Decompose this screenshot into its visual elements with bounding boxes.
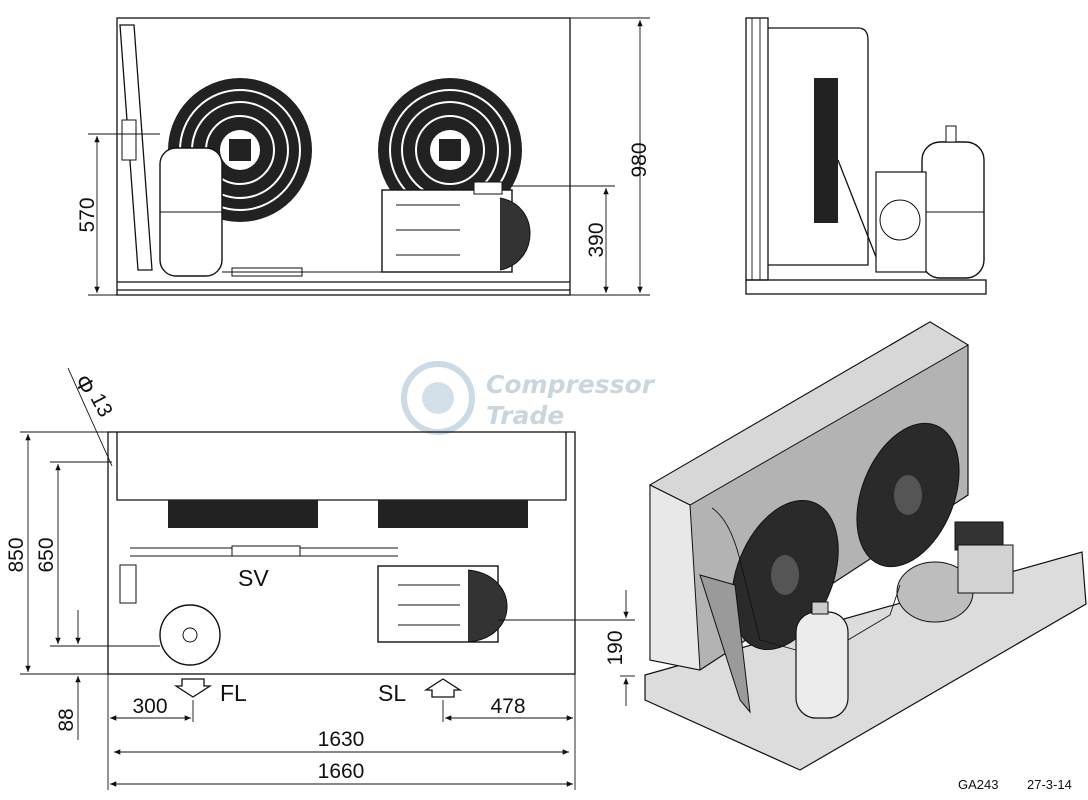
label-fl: FL bbox=[220, 680, 247, 706]
front-frame bbox=[116, 17, 571, 296]
front-view: 980 390 570 bbox=[76, 17, 651, 296]
dim-hole-13: 13 bbox=[86, 390, 117, 421]
fan-guard-right bbox=[378, 500, 528, 528]
iso-compressor bbox=[896, 521, 1014, 623]
side-view bbox=[745, 17, 987, 295]
compressor-front bbox=[381, 181, 531, 273]
dim-fl-300: 300 bbox=[132, 695, 167, 718]
sl-arrow-icon bbox=[423, 678, 463, 698]
dim-height-570: 570 bbox=[76, 197, 99, 232]
receiver-front bbox=[121, 119, 223, 277]
dim-height-190: 190 bbox=[604, 630, 627, 665]
dim-depth-650: 650 bbox=[35, 537, 58, 572]
drawing-date: 27-3-14 bbox=[1027, 777, 1072, 792]
dim-depth-850: 850 bbox=[5, 537, 28, 572]
dim-sl-478: 478 bbox=[490, 695, 525, 718]
dim-width-1660: 1660 bbox=[318, 760, 365, 783]
watermark: Compressor Trade bbox=[401, 361, 656, 435]
top-view: SV FL SL Φ 13 850 650 88 190 300 47 bbox=[5, 367, 635, 790]
iso-receiver bbox=[795, 601, 849, 719]
label-sv: SV bbox=[238, 565, 269, 591]
compressor-top bbox=[377, 565, 508, 643]
label-sl: SL bbox=[378, 680, 406, 706]
iso-fan-right bbox=[856, 422, 960, 568]
dim-edge-88: 88 bbox=[55, 708, 78, 731]
dim-width-1630: 1630 bbox=[318, 728, 365, 751]
receiver-side bbox=[921, 125, 985, 279]
watermark-text-compressor: Compressor bbox=[486, 370, 656, 399]
fl-arrow-icon bbox=[173, 678, 213, 698]
watermark-text-trade: Trade bbox=[486, 401, 564, 430]
isometric-view bbox=[644, 321, 1087, 771]
fan-guard-left bbox=[168, 500, 318, 528]
dim-height-390: 390 bbox=[585, 222, 608, 257]
top-frame bbox=[107, 431, 576, 675]
receiver-top bbox=[119, 564, 221, 666]
compressor-side bbox=[875, 171, 927, 273]
drawing-code: GA243 bbox=[958, 777, 998, 792]
dim-height-980: 980 bbox=[628, 142, 651, 177]
